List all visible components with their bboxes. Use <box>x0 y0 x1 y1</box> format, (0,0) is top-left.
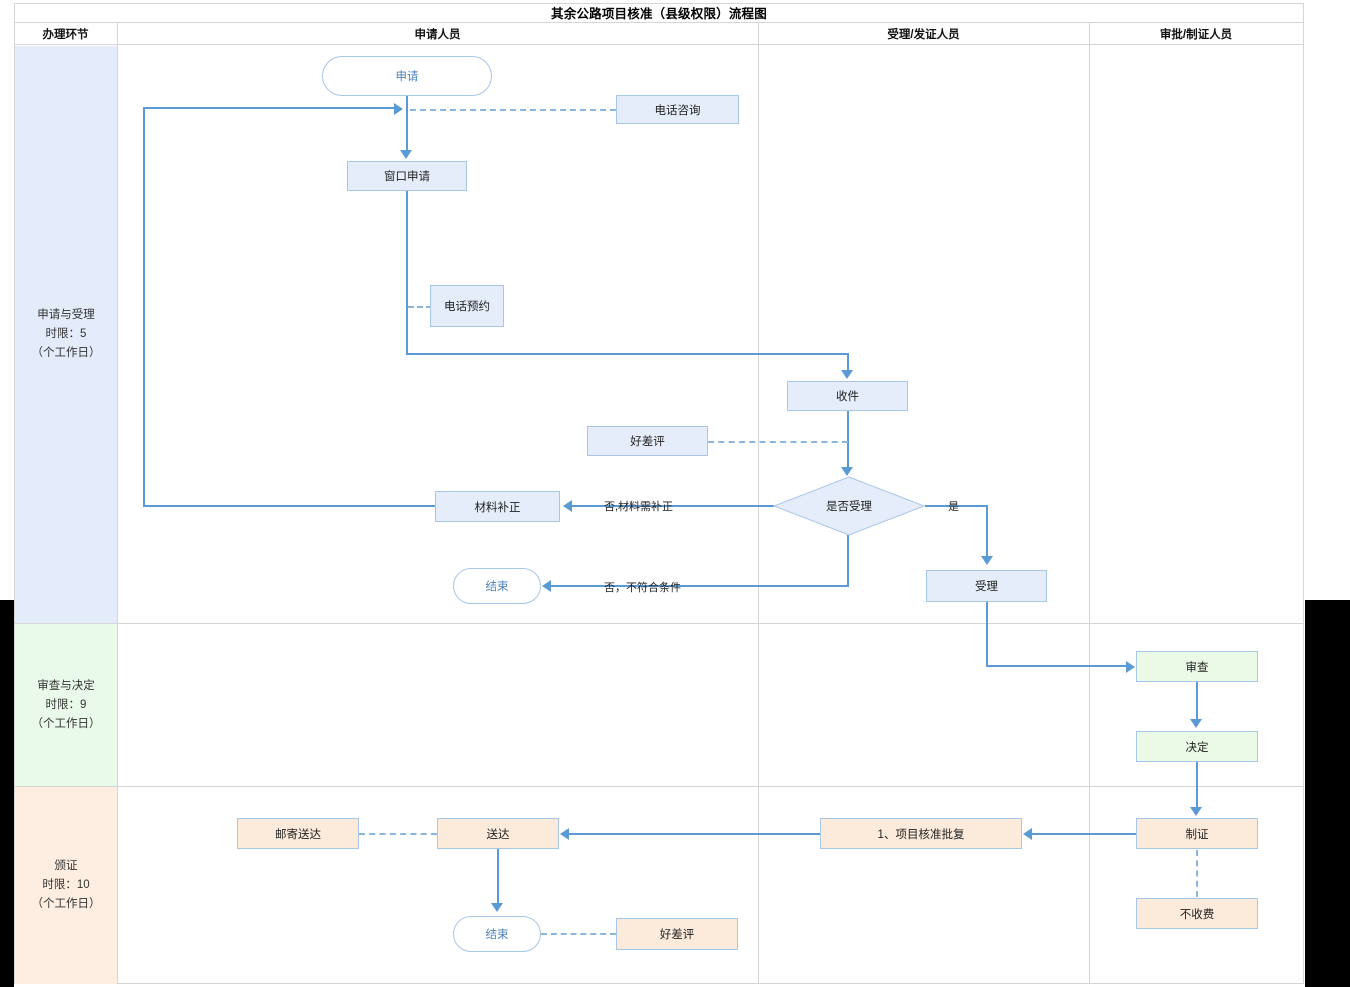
node-decision-accept[interactable]: 是否受理 <box>773 476 925 536</box>
column-header-approve-label: 审批/制证人员 <box>1159 29 1233 41</box>
arrowhead-decision-to-cert <box>1190 807 1202 816</box>
node-decision-accept-label: 是否受理 <box>826 501 872 513</box>
arrowhead-decision-to-supplement <box>563 500 572 512</box>
grid-divider-col-3 <box>1089 23 1090 984</box>
edge-cert-no-fee-dashed <box>1196 850 1198 897</box>
column-header-applicant: 申请人员 <box>117 23 758 45</box>
edge-apply-to-window <box>406 96 408 152</box>
edge-decision-yes-vertical <box>986 505 988 557</box>
lane-label-certification: 颁证 时限：10 （个工作日） <box>15 787 117 984</box>
lane-label-examination: 审查与决定 时限：9 （个工作日） <box>15 624 117 786</box>
edge-window-to-receive <box>406 353 849 355</box>
node-approval-document[interactable]: 1、项目核准批复 <box>820 818 1022 849</box>
edge-decision-yes <box>925 505 987 507</box>
column-header-stage: 办理环节 <box>14 23 117 45</box>
edge-examine-to-decision <box>1196 682 1198 722</box>
grid-divider-row-2 <box>14 786 1304 787</box>
viewport-band-right <box>1305 600 1350 987</box>
node-end-lane1[interactable]: 结束 <box>453 568 541 604</box>
edge-loop-bottom <box>143 505 436 507</box>
edge-label-not-qualified: 否，不符合条件 <box>604 582 681 594</box>
edge-phone-booking-dashed <box>408 306 432 308</box>
node-mail-deliver[interactable]: 邮寄送达 <box>237 818 359 849</box>
edge-loop-vertical <box>143 108 145 507</box>
node-examine[interactable]: 审查 <box>1136 651 1258 682</box>
edge-approval-to-deliver <box>569 833 820 835</box>
viewport-band-left <box>0 600 14 987</box>
node-no-fee[interactable]: 不收费 <box>1136 898 1258 929</box>
edge-decision-no-horizontal <box>551 585 849 587</box>
node-receive[interactable]: 收件 <box>787 381 908 411</box>
edge-phone-consult-dashed <box>410 109 616 111</box>
diamond-shape <box>773 476 925 536</box>
arrowhead-deliver-to-end <box>491 903 503 912</box>
edge-decision-to-supplement <box>572 505 774 507</box>
node-accepted[interactable]: 受理 <box>926 570 1047 602</box>
arrowhead-decision-to-accepted <box>981 556 993 565</box>
arrowhead-accepted-to-examine <box>1126 661 1135 673</box>
edge-rating-lower-dashed <box>541 933 616 935</box>
column-header-applicant-label: 申请人员 <box>414 29 461 41</box>
page-title: 其余公路项目核准（县级权限）流程图 <box>551 7 767 21</box>
arrowhead-cert-to-approval <box>1023 828 1032 840</box>
edge-cert-to-approval <box>1032 833 1136 835</box>
edge-rating-upper-dashed <box>708 441 848 443</box>
node-supplement-materials[interactable]: 材料补正 <box>435 491 560 522</box>
node-deliver[interactable]: 送达 <box>437 818 559 849</box>
edge-to-receive-vertical <box>847 353 849 373</box>
node-service-rating-lower[interactable]: 好差评 <box>616 918 738 950</box>
node-decision[interactable]: 决定 <box>1136 731 1258 762</box>
edge-window-down <box>406 191 408 354</box>
edge-decision-to-cert <box>1196 762 1198 810</box>
arrowhead-apply-to-window <box>400 150 412 159</box>
node-service-rating-upper[interactable]: 好差评 <box>587 426 708 456</box>
edge-loop-top <box>143 107 398 109</box>
lane-label-application: 申请与受理 时限：5 （个工作日） <box>15 46 117 623</box>
node-phone-booking[interactable]: 电话预约 <box>430 285 504 327</box>
arrowhead-approval-to-deliver <box>560 828 569 840</box>
arrowhead-receive-to-decision <box>841 467 853 476</box>
column-header-approve: 审批/制证人员 <box>1089 23 1303 45</box>
column-header-accept-label: 受理/发证人员 <box>887 29 960 41</box>
node-window-apply[interactable]: 窗口申请 <box>347 161 467 191</box>
node-apply[interactable]: 申请 <box>322 56 492 96</box>
grid-divider-col-1 <box>117 23 118 984</box>
arrowhead-decision-to-end <box>542 580 551 592</box>
column-header-row: 办理环节 申请人员 受理/发证人员 审批/制证人员 <box>14 23 1304 45</box>
column-header-accept: 受理/发证人员 <box>758 23 1089 45</box>
edge-accepted-to-examine <box>986 665 1128 667</box>
edge-receive-to-decision <box>847 411 849 469</box>
diagram-title: 其余公路项目核准（县级权限）流程图 <box>14 3 1304 23</box>
diagram-frame <box>14 3 1304 984</box>
arrowhead-to-receive <box>841 370 853 379</box>
edge-decision-no-vertical <box>847 535 849 586</box>
arrowhead-examine-to-decision <box>1190 719 1202 728</box>
grid-divider-col-2 <box>758 23 759 984</box>
edge-label-yes: 是 <box>948 501 959 513</box>
edge-deliver-to-end <box>497 849 499 905</box>
column-header-stage-label: 办理环节 <box>42 29 89 41</box>
edge-label-need-supplement: 否,材料需补正 <box>604 501 674 513</box>
node-make-certificate[interactable]: 制证 <box>1136 818 1258 849</box>
edge-accepted-down <box>986 602 988 666</box>
grid-divider-row-1 <box>14 623 1304 624</box>
node-phone-consult[interactable]: 电话咨询 <box>616 95 739 124</box>
node-end-lane3[interactable]: 结束 <box>453 916 541 952</box>
edge-mail-deliver-dashed <box>359 833 437 835</box>
arrowhead-loop-to-apply <box>394 103 403 115</box>
